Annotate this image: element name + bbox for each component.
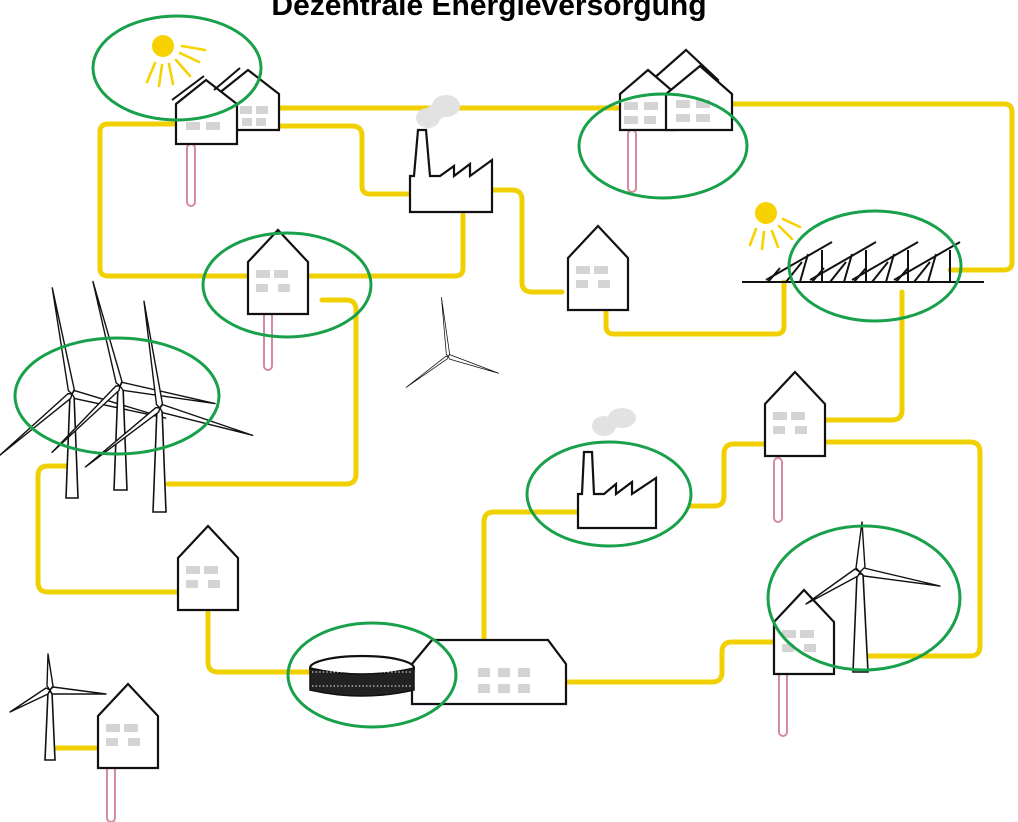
house-icon	[246, 228, 310, 316]
geothermal-pipe-icon	[106, 759, 116, 822]
wind-turbine-icon	[63, 288, 255, 513]
highlight-ring	[787, 209, 963, 323]
highlight-ring	[13, 336, 221, 456]
geothermal-pipe-icon	[773, 457, 783, 523]
row-houses-icon	[618, 48, 734, 132]
power-line	[481, 509, 581, 643]
power-line	[97, 121, 466, 279]
power-line	[35, 463, 181, 595]
power-line	[729, 101, 1015, 273]
power-line	[687, 441, 767, 509]
highlight-ring	[577, 92, 749, 200]
highlight-ring	[201, 231, 373, 339]
highlight-rings	[13, 14, 963, 729]
power-line	[165, 297, 359, 487]
sun-icon	[748, 202, 802, 251]
geothermal-pipe-icon	[627, 129, 637, 193]
sun-icon	[145, 35, 207, 88]
highlight-ring	[525, 440, 693, 548]
highlight-ring	[766, 524, 962, 672]
power-line	[205, 607, 415, 675]
house-icon	[772, 588, 836, 676]
house-icon	[176, 524, 240, 612]
diagram-title: Dezentrale Energieversorgung	[271, 0, 707, 22]
geothermal-pipe-icon	[263, 311, 273, 371]
house-icon	[96, 682, 160, 770]
power-line	[603, 279, 787, 337]
wind-turbine-icon	[396, 291, 941, 673]
house-icon	[566, 224, 630, 312]
solar-panel-icon	[742, 241, 984, 283]
power-lines	[35, 101, 1015, 751]
wind-farm-icon	[0, 259, 255, 513]
highlight-ring	[91, 14, 263, 122]
geothermal-pipe-icon	[186, 143, 196, 207]
power-line	[563, 639, 777, 685]
power-line	[823, 439, 983, 659]
geothermal-pipes	[106, 129, 788, 822]
factory-icon	[408, 95, 494, 214]
power-line	[277, 123, 413, 197]
geothermal-pipe-icon	[778, 669, 788, 737]
biogas-plant-icon	[308, 638, 568, 706]
house-icon	[763, 370, 827, 458]
highlight-ring	[286, 621, 458, 729]
factory-icon	[576, 408, 658, 530]
power-line	[489, 187, 565, 295]
double-house-icon	[171, 67, 281, 146]
wind-turbine-icon	[0, 271, 168, 499]
wind-turbine-icon	[9, 653, 107, 761]
power-line	[823, 289, 905, 423]
